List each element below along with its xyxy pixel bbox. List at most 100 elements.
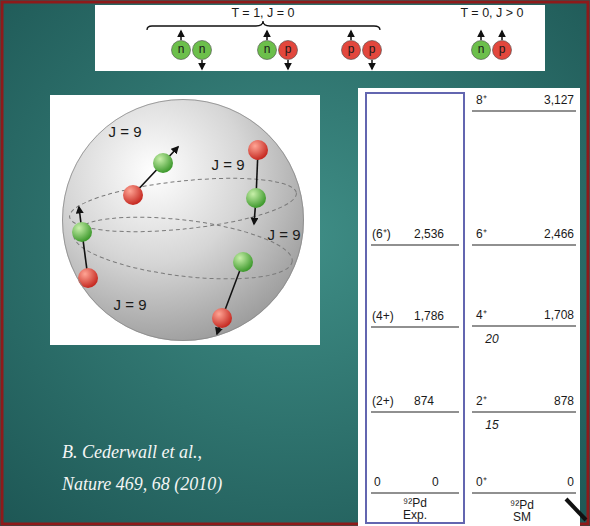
nucleon-disc: [472, 41, 491, 60]
neutron-ball: [233, 252, 253, 272]
spin-parity: 0⁺: [476, 476, 487, 490]
spin-parity: 6⁺: [476, 228, 487, 242]
level-scheme-panel: 8⁺ 3,127 6⁺ 2,466 4⁺ 1,708 20 2⁺ 878 15 0⁺ 0 ⁹²Pd SM…: [358, 88, 580, 526]
spin-up-arrow: [350, 31, 352, 40]
proton-ball: [78, 268, 98, 288]
spin-label: J = 9: [109, 123, 142, 140]
proton-ball: [212, 308, 232, 328]
spin-parity: (4+): [372, 310, 394, 324]
level-line: [472, 110, 576, 111]
sphere-panel-ground: [50, 95, 320, 345]
level-energy: 878: [554, 395, 574, 409]
level-energy: 874: [414, 395, 434, 409]
proton-ball: [123, 185, 143, 205]
pair-bonds: [82, 150, 258, 318]
nucleus-sphere: J = 9 J = 9 J = 9 J = 9: [62, 99, 304, 341]
level-line: [371, 326, 459, 327]
nucleon-disc: [193, 41, 212, 60]
nucleon-circle: p: [278, 40, 298, 60]
nucleon-disc: [342, 41, 361, 60]
nucleon-letter: n: [264, 43, 271, 57]
nucleon-letter: p: [369, 43, 376, 57]
nucleon-circle: p: [341, 40, 361, 60]
nucleon-letter: n: [178, 43, 185, 57]
corner-stroke: [566, 499, 586, 520]
pairing-panel-ground: [95, 5, 545, 71]
level-line: [472, 411, 576, 412]
level-energy: 2,536: [414, 228, 444, 242]
nucleus-sphere-fill: [62, 99, 304, 341]
level-energy: 1,708: [544, 309, 574, 323]
spin-up-arrow: [180, 31, 182, 40]
column-caption: ⁹²Pd SM: [502, 499, 542, 523]
level-line: [472, 244, 576, 245]
orbit-ellipse: [67, 169, 299, 241]
pairing-header: T = 0, J > 0: [460, 6, 523, 20]
spin-down-arrow: [287, 60, 289, 69]
level-energy: 0: [432, 476, 439, 490]
nucleon-letter: p: [499, 43, 506, 57]
pairing-header: T = 1, J = 0: [231, 6, 294, 20]
level-energy: 2,466: [544, 228, 574, 242]
neutron-ball: [246, 188, 266, 208]
level-energy: 0: [567, 476, 574, 490]
spin-parity: 8⁺: [476, 94, 487, 108]
level-line: [371, 492, 459, 493]
nucleon-disc: [258, 41, 277, 60]
level-line: [472, 492, 576, 493]
nucleon-letter: n: [199, 43, 206, 57]
nucleon-letter: p: [285, 43, 292, 57]
nucleon-balls: [72, 140, 268, 328]
transition-strength: 20: [485, 333, 498, 347]
spin-parity: 4⁺: [476, 309, 487, 323]
spin-arrows: [181, 31, 502, 69]
spin-down-arrow: [371, 60, 373, 69]
spin-label: J = 9: [114, 296, 147, 313]
level-lines: [371, 111, 576, 493]
nucleon-circle: n: [257, 40, 277, 60]
level-line: [371, 411, 459, 412]
orbit-ellipse: [70, 207, 295, 289]
proton-ball: [248, 140, 268, 160]
nucleon-circle: n: [192, 40, 212, 60]
level-energy: 3,127: [544, 94, 574, 108]
spin-parity: 2⁺: [476, 395, 487, 409]
nucleon-circle: n: [471, 40, 491, 60]
nucleon-disc: [172, 41, 191, 60]
spin-parity: (2+): [372, 395, 394, 409]
sphere-orbits: [67, 169, 299, 289]
level-panel-ground: [358, 88, 580, 526]
citation-text: B. Cederwall et al.,: [62, 442, 202, 463]
pair-spin-arrows: [79, 147, 256, 334]
pairing-panel: T = 1, J = 0T = 0, J > 0nnnpppnp: [95, 5, 545, 71]
sphere-rim: [63, 100, 304, 341]
column-caption: ⁹²Pd Exp.: [393, 497, 437, 521]
nucleon-circle: p: [362, 40, 382, 60]
neutron-ball: [153, 153, 173, 173]
nucleon-disc: [493, 41, 512, 60]
spin-label: J = 9: [212, 156, 245, 173]
experiment-column-box: (6⁺)2,536(4+)1,786(2+)87400⁹²Pd Exp.: [365, 92, 465, 524]
level-line: [371, 244, 459, 245]
spin-down-arrow: [201, 60, 203, 69]
neutron-ball: [72, 222, 92, 242]
spin-up-arrow: [480, 31, 482, 40]
transition-strength: 15: [485, 419, 498, 433]
nucleon-circle: p: [492, 40, 512, 60]
nucleon-disc: [279, 41, 298, 60]
spin-label: J = 9: [268, 226, 301, 243]
citation-text: Nature 469, 68 (2010): [62, 474, 222, 495]
level-energy: 1,786: [414, 310, 444, 324]
spin-up-arrow: [266, 31, 268, 40]
level-line: [472, 325, 576, 326]
spin-parity: 0: [374, 476, 381, 490]
nucleon-disc: [363, 41, 382, 60]
sphere-outline: [62, 99, 304, 341]
nucleon-letter: n: [478, 43, 485, 57]
nucleon-circle: n: [171, 40, 191, 60]
spin-up-arrow: [501, 31, 503, 40]
nucleon-letter: p: [348, 43, 355, 57]
